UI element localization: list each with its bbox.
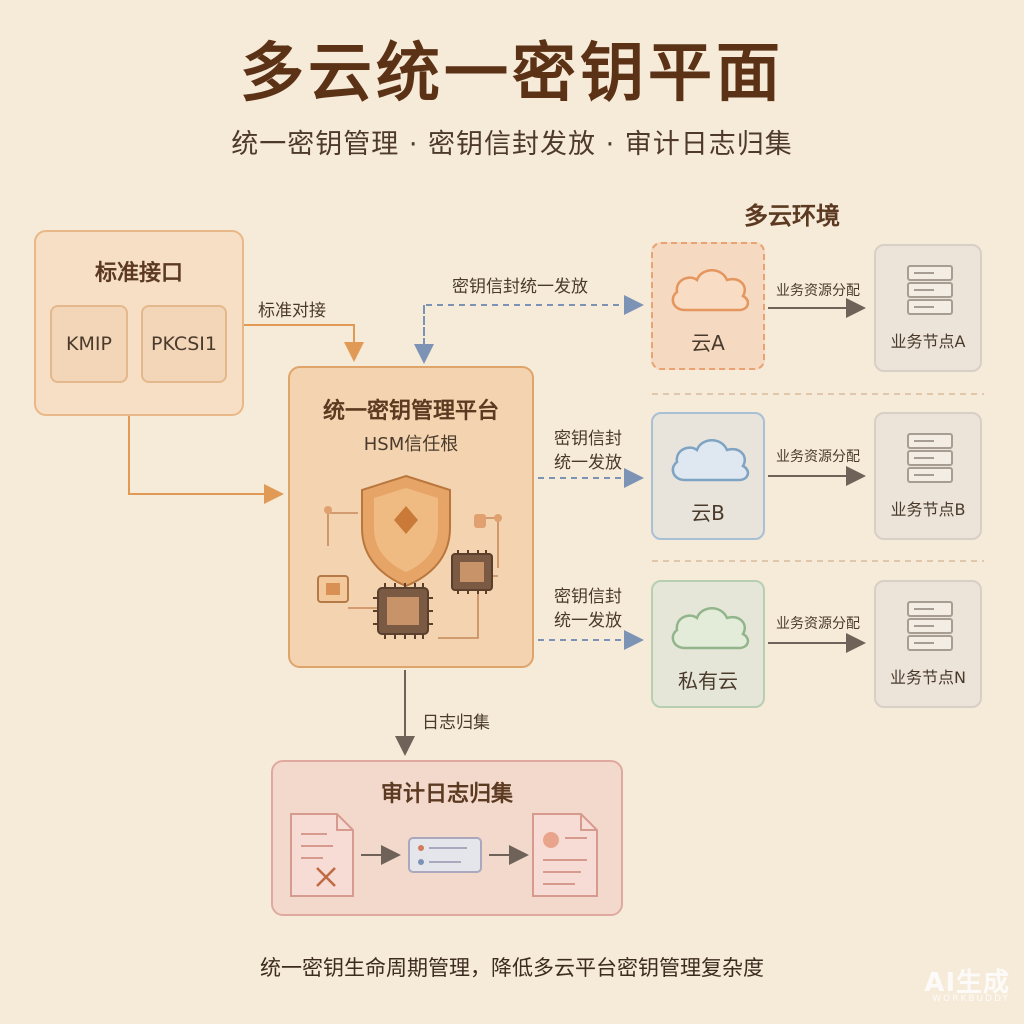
- cloud-b-label: 云B: [691, 501, 725, 525]
- interface-to-platform-arrow: [244, 324, 364, 362]
- kmip-interface: KMIP: [50, 305, 128, 383]
- watermark-subtext: WORKBUDDY: [932, 994, 1010, 1004]
- server-icon: [907, 433, 953, 483]
- server-icon: [907, 601, 953, 651]
- node-a-label: 业务节点A: [890, 332, 966, 351]
- top-distribution-label: 密钥信封统一发放: [452, 277, 588, 297]
- platform-title: 统一密钥管理平台: [322, 399, 499, 424]
- cloud-a-box: 云A: [651, 242, 765, 370]
- private-cloud-label: 私有云: [678, 669, 738, 693]
- node-n-label: 业务节点N: [890, 668, 966, 687]
- standard-connect-label: 标准对接: [258, 301, 326, 321]
- cloud-icon: [671, 607, 750, 650]
- private-cloud-box: 私有云: [651, 580, 765, 708]
- interface-down-arrow: [128, 416, 284, 504]
- cloud-b-edge-label: 业务资源分配: [776, 449, 860, 465]
- cloud-b-box: 云B: [651, 412, 765, 540]
- audit-log-title: 审计日志归集: [380, 782, 513, 807]
- cloud-icon: [671, 269, 750, 312]
- audit-flow-illustration: [290, 813, 598, 897]
- standard-interface-title: 标准接口: [94, 261, 183, 286]
- cloud-a-edge-label: 业务资源分配: [776, 283, 860, 299]
- server-icon: [907, 265, 953, 315]
- platform-subtitle: HSM信任根: [363, 434, 459, 455]
- cloud-icon: [671, 439, 750, 482]
- page-subtitle: 统一密钥管理 · 密钥信封发放 · 审计日志归集: [231, 129, 793, 160]
- hsm-chip-icon: [373, 583, 433, 639]
- ai-generated-watermark: AI生成: [924, 968, 1010, 998]
- log-collect-label: 日志归集: [422, 713, 490, 733]
- document-icon: [290, 813, 354, 897]
- report-document-icon: [532, 813, 598, 897]
- multicloud-title: 多云环境: [744, 202, 840, 230]
- node-b-label: 业务节点B: [890, 500, 966, 519]
- log-record-icon: [408, 837, 482, 873]
- hsm-shield-chip-illustration: [317, 474, 502, 639]
- footer-caption: 统一密钥生命周期管理，降低多云平台密钥管理复杂度: [260, 956, 764, 980]
- dark-chip-icon: [451, 550, 493, 594]
- distribution-b-label-2: 统一发放: [554, 453, 622, 473]
- private-cloud-edge-label: 业务资源分配: [776, 616, 860, 632]
- distribution-b-label-1: 密钥信封: [554, 429, 622, 449]
- pkcs11-interface: PKCSI1: [141, 305, 227, 383]
- distribution-c-label-2: 统一发放: [554, 611, 622, 631]
- node-n-box: 业务节点N: [874, 580, 982, 708]
- node-b-box: 业务节点B: [874, 412, 982, 540]
- node-a-box: 业务节点A: [874, 244, 982, 372]
- distribution-c-label-1: 密钥信封: [554, 587, 622, 607]
- top-distribution-arrow: [423, 295, 644, 358]
- page-title: 多云统一密钥平面: [240, 37, 784, 111]
- cloud-a-label: 云A: [691, 331, 725, 355]
